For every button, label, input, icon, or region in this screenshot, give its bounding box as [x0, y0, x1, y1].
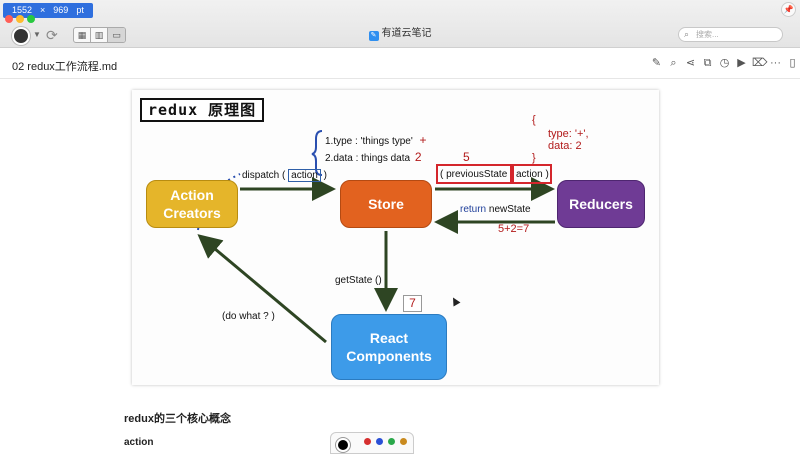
color-palette: [330, 432, 414, 454]
reducer-action-label: action ): [516, 169, 549, 180]
get-state-label: getState (): [335, 275, 382, 286]
color-swatch-blue[interactable]: [376, 438, 383, 445]
previous-state-box: [436, 164, 512, 184]
note-toolbar: ✎ ⌕ ⋖ ⧉ ◷ ▶ ⌦ ··· ▯: [650, 57, 799, 70]
brace-close: }: [532, 152, 536, 164]
section-subheading: action: [124, 437, 154, 448]
do-what-arrow: [197, 234, 327, 344]
do-what-label: (do what ? ): [222, 311, 275, 322]
maximize-window-button[interactable]: [27, 15, 35, 23]
user-avatar[interactable]: [12, 27, 30, 45]
note-title[interactable]: 02 redux工作流程.md: [12, 61, 118, 73]
creators-line-2: Creators: [163, 205, 221, 221]
type-plus: +: [419, 133, 427, 147]
reducers-label: Reducers: [569, 196, 633, 212]
single-view-icon[interactable]: ▭: [108, 28, 125, 42]
window-titlebar: 1552 × 969 pt ▼ ⟳ ▦ ▥ ▭ ✎有道云笔记 ⌕ 搜索... 📌: [0, 0, 800, 48]
tag-icon[interactable]: ⌦: [752, 57, 768, 69]
section-heading: redux的三个核心概念: [124, 413, 231, 425]
close-window-button[interactable]: [5, 15, 13, 23]
color-swatch-red[interactable]: [364, 438, 371, 445]
type-line: 1.type : 'things type': [325, 136, 413, 147]
new-state-text: newState: [488, 204, 531, 215]
dimension-unit: pt: [76, 5, 84, 15]
copy-icon[interactable]: ⧉: [703, 57, 712, 69]
share-icon[interactable]: ⋖: [685, 57, 696, 69]
search-placeholder: 搜索...: [696, 30, 719, 39]
dimension-height: 969: [53, 5, 69, 15]
dispatch-prefix: dispatch (: [242, 170, 286, 181]
list-view-icon[interactable]: ▦: [74, 28, 91, 42]
react-line-2: Components: [346, 348, 432, 364]
dimension-width: 1552: [12, 5, 33, 15]
reducers-node: Reducers: [557, 180, 645, 228]
color-swatch-orange[interactable]: [400, 438, 407, 445]
split-icon[interactable]: ▯: [789, 57, 796, 69]
sync-icon[interactable]: ⟳: [46, 27, 58, 43]
app-title-text: 有道云笔记: [381, 28, 432, 39]
store-node: Store: [340, 180, 432, 228]
view-mode-switcher: ▦ ▥ ▭: [73, 27, 126, 43]
color-swatch-green[interactable]: [388, 438, 395, 445]
sum-annotation: 5+2=7: [498, 223, 530, 235]
brace-shape: [311, 130, 323, 176]
brace-open: {: [532, 114, 536, 126]
search-icon: ⌕: [684, 29, 690, 39]
seven-box: 7: [403, 295, 422, 312]
object-data: data: 2: [548, 140, 582, 152]
previous-state-label: ( previousState: [440, 169, 508, 180]
pin-icon[interactable]: 📌: [781, 2, 796, 17]
chevron-down-icon[interactable]: ▼: [33, 30, 41, 39]
data-annotation: 2.data : things data 2: [325, 150, 422, 164]
reducer-action-box: [512, 164, 552, 184]
five-annotation: 5: [463, 150, 470, 164]
note-header: 02 redux工作流程.md ✎ ⌕ ⋖ ⧉ ◷ ▶ ⌦ ··· ▯: [0, 49, 800, 79]
creators-line-1: Action: [170, 187, 214, 203]
search-icon[interactable]: ⌕: [670, 57, 677, 69]
react-line-1: React: [369, 330, 409, 346]
history-icon[interactable]: ◷: [719, 57, 730, 69]
edit-icon[interactable]: ✎: [651, 57, 662, 69]
dispatch-label: dispatch ( action ): [242, 169, 327, 182]
type-annotation: 1.type : 'things type' +: [325, 133, 427, 147]
return-new-state-label: return newState: [460, 204, 531, 215]
split-view-icon[interactable]: ▥: [91, 28, 108, 42]
app-title: ✎有道云笔记: [0, 24, 800, 41]
data-two: 2: [414, 150, 422, 164]
object-type: type: '+',: [548, 128, 589, 140]
diagram-title: redux 原理图: [140, 98, 265, 122]
app-logo-icon: ✎: [368, 31, 379, 41]
dimension-separator: ×: [40, 5, 46, 15]
dispatch-action-box: action: [288, 169, 321, 182]
store-label: Store: [368, 196, 404, 212]
search-input[interactable]: ⌕ 搜索...: [678, 27, 783, 42]
dispatch-suffix: ): [323, 170, 327, 181]
return-keyword: return: [460, 204, 487, 215]
data-line: 2.data : things data: [325, 153, 411, 164]
play-icon[interactable]: ▶: [737, 57, 746, 69]
minimize-window-button[interactable]: [16, 15, 24, 23]
more-icon[interactable]: ···: [770, 57, 781, 69]
dimension-readout: 1552 × 969 pt: [3, 3, 93, 18]
